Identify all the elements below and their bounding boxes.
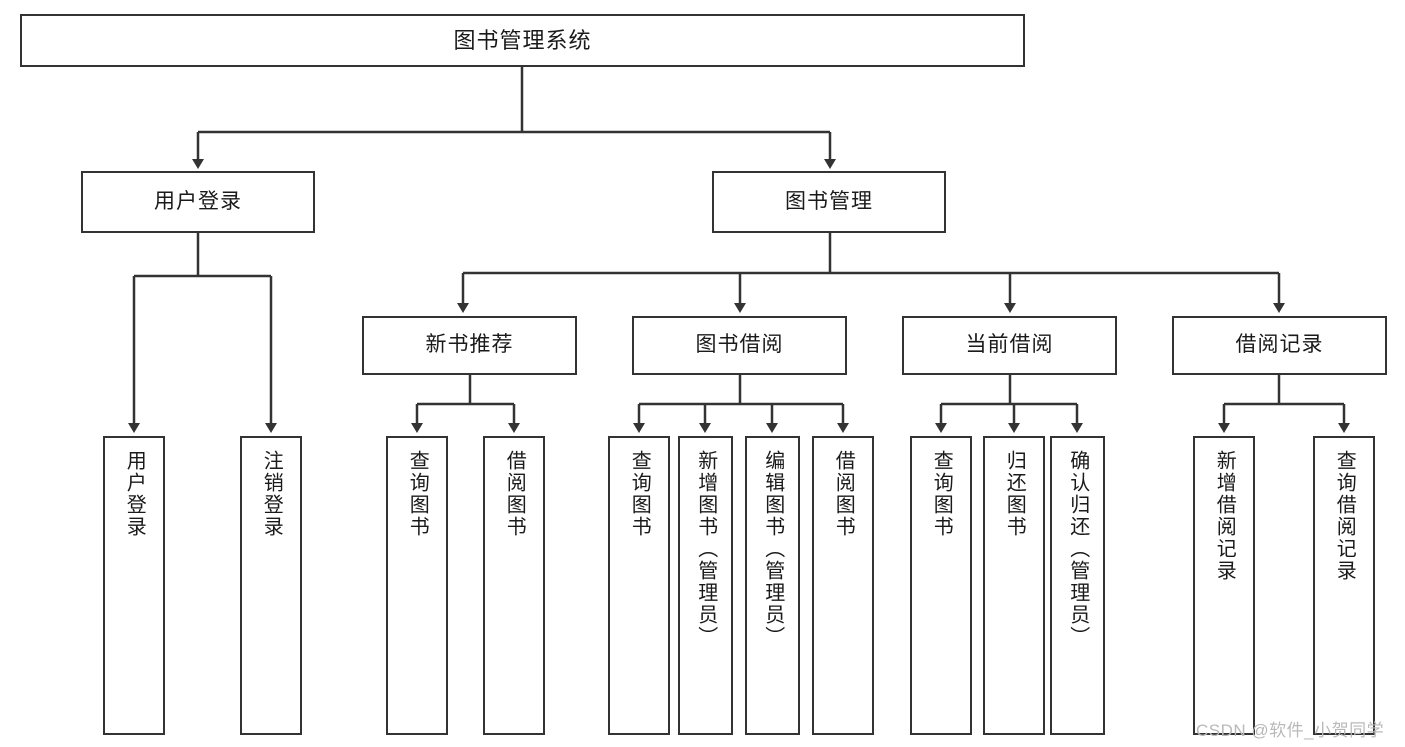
leaf-logout[interactable]: 注销登录 <box>240 436 302 735</box>
node-label: 用户登录 <box>123 450 146 538</box>
node-label: 借阅图书 <box>503 450 526 538</box>
node-label: 图书管理 <box>785 189 873 213</box>
leaf-query-borrow-record[interactable]: 查询借阅记录 <box>1313 436 1375 735</box>
node-label: 查询图书 <box>930 450 953 538</box>
leaf-return-book[interactable]: 归还图书 <box>983 436 1045 735</box>
node-label: 新书推荐 <box>425 333 514 357</box>
node-label: 查询借阅记录 <box>1333 450 1356 582</box>
watermark-csdn: CSDN @软件_小贺同学 <box>1196 721 1385 740</box>
node-label: 查询图书 <box>406 450 429 538</box>
node-label: 注销登录 <box>260 450 283 538</box>
leaf-user-login[interactable]: 用户登录 <box>103 436 165 735</box>
node-new-book-recommendation[interactable]: 新书推荐 <box>362 316 577 375</box>
node-label: 用户登录 <box>154 189 242 213</box>
node-label: 借阅图书 <box>832 450 855 538</box>
node-current-borrow[interactable]: 当前借阅 <box>902 316 1117 375</box>
node-label: 查询图书 <box>628 450 651 538</box>
node-book-borrow[interactable]: 图书借阅 <box>632 316 847 375</box>
leaf-borrow-book-recommendation[interactable]: 借阅图书 <box>483 436 545 735</box>
node-label: 图书借阅 <box>695 333 784 357</box>
node-book-management[interactable]: 图书管理 <box>712 171 946 233</box>
leaf-add-borrow-record[interactable]: 新增借阅记录 <box>1193 436 1255 735</box>
node-label: 当前借阅 <box>965 333 1054 357</box>
leaf-query-book-current[interactable]: 查询图书 <box>910 436 972 735</box>
leaf-borrow-book[interactable]: 借阅图书 <box>812 436 874 735</box>
node-user-login[interactable]: 用户登录 <box>81 171 315 233</box>
node-label: 确认归还（管理员） <box>1066 450 1089 648</box>
node-borrow-record[interactable]: 借阅记录 <box>1172 316 1387 375</box>
leaf-add-book-admin[interactable]: 新增图书（管理员） <box>678 436 733 735</box>
leaf-confirm-return-admin[interactable]: 确认归还（管理员） <box>1050 436 1105 735</box>
node-root-system[interactable]: 图书管理系统 <box>20 14 1025 67</box>
node-label: 图书管理系统 <box>453 27 592 53</box>
leaf-query-book-recommendation[interactable]: 查询图书 <box>386 436 448 735</box>
node-label: 归还图书 <box>1003 450 1026 538</box>
node-label: 借阅记录 <box>1235 333 1324 357</box>
leaf-edit-book-admin[interactable]: 编辑图书（管理员） <box>745 436 800 735</box>
node-label: 新增图书（管理员） <box>694 450 717 648</box>
node-label: 新增借阅记录 <box>1213 450 1236 582</box>
leaf-query-book-borrow[interactable]: 查询图书 <box>608 436 670 735</box>
node-label: 编辑图书（管理员） <box>761 450 784 648</box>
